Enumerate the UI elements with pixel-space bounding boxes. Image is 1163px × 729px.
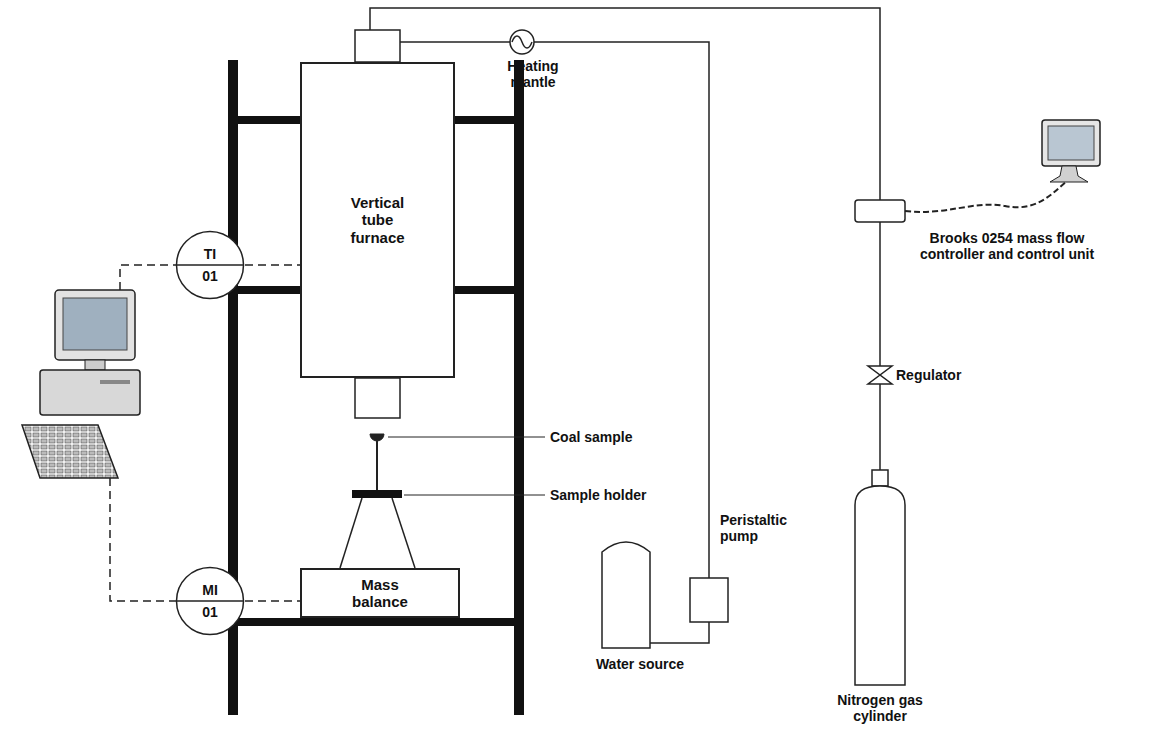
steam-line [400, 41, 510, 43]
node-text: 01 [202, 604, 218, 620]
water-tank [602, 542, 650, 648]
balance-box: Mass balance [300, 568, 460, 618]
bubble-divider [177, 264, 244, 266]
holder-rod [376, 441, 378, 490]
data-cable [905, 180, 1068, 212]
signal-line [110, 478, 182, 601]
nitrogen-cylinder [855, 486, 905, 685]
furnace-box: Vertical tube furnace [300, 62, 455, 378]
leader-line [388, 437, 545, 438]
computer-screen [63, 298, 127, 350]
monitor-screen [1048, 126, 1094, 160]
component-label: Heating mantle [488, 58, 578, 90]
instrument-bubble: MI 01 [175, 566, 245, 636]
component-label: Brooks 0254 mass flow controller and con… [898, 230, 1116, 262]
component-label: Sample holder [550, 487, 690, 503]
gas-line [879, 384, 881, 470]
heating-mantle-wave [512, 36, 532, 48]
water-line [650, 622, 709, 643]
heating-mantle-symbol [510, 30, 534, 54]
computer-case [40, 370, 140, 415]
signal-connector [245, 264, 300, 266]
node-text: MI [202, 582, 218, 598]
text-wrap: Vertical tube furnace [338, 194, 418, 246]
signal-line [120, 265, 182, 290]
holder-leg [340, 498, 362, 568]
component-label: Coal sample [550, 429, 680, 445]
bubble-circle [177, 232, 244, 299]
holder-leg [392, 498, 415, 568]
node-text: 01 [202, 268, 218, 284]
monitor-icon [1042, 120, 1100, 166]
signal-connector [245, 600, 300, 602]
drive-slot [100, 380, 130, 384]
component-label: Peristaltic pump [720, 512, 810, 544]
instrument-bubble: TI 01 [175, 230, 245, 300]
computer-monitor [55, 290, 135, 360]
steam-line [534, 42, 709, 578]
furnace-outlet [355, 378, 400, 418]
leader-line [404, 495, 545, 496]
text-wrap: Mass balance [343, 576, 418, 611]
text-wrap: TI 01 [185, 246, 235, 284]
mass-flow-controller [855, 200, 905, 222]
bubble-divider [177, 600, 244, 602]
component-label: Regulator [896, 367, 996, 383]
component-label: Nitrogen gas cylinder [825, 692, 935, 724]
bubble-circle [177, 568, 244, 635]
sample-holder-plate [352, 490, 402, 498]
regulator-valve [868, 366, 892, 384]
text-wrap: MI 01 [185, 582, 235, 620]
furnace-inlet [355, 30, 400, 62]
monitor-neck [85, 360, 105, 370]
node-text: TI [204, 246, 216, 262]
gas-line [879, 222, 881, 366]
keyboard [22, 425, 118, 478]
component-label: Water source [580, 656, 700, 672]
coal-sample-cup [370, 434, 384, 441]
cylinder-valve [872, 470, 888, 486]
peristaltic-pump [690, 578, 728, 622]
bubble-outline [175, 230, 245, 300]
bubble-outline [175, 566, 245, 636]
monitor-stand [1050, 166, 1088, 182]
crossbar [238, 618, 514, 626]
node-text: Mass balance [343, 576, 418, 611]
stand-post [514, 60, 524, 715]
node-text: Vertical tube furnace [338, 194, 418, 246]
